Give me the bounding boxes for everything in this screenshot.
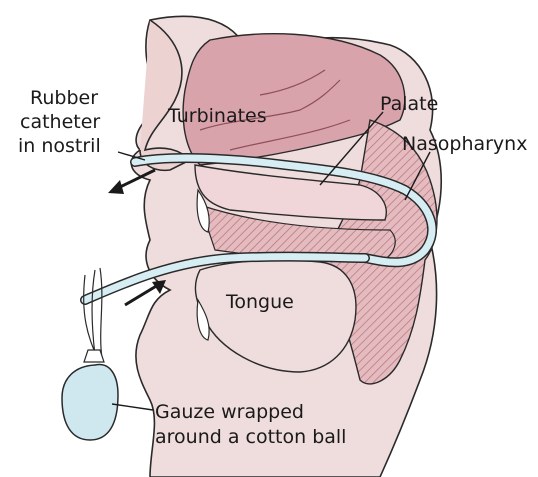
gauze-ball	[62, 365, 118, 440]
label-palate: Palate	[380, 93, 438, 115]
label-gauze-1: Gauze wrapped	[155, 401, 304, 423]
gauze-knot	[84, 350, 104, 362]
label-rubber-catheter-2: catheter	[20, 111, 100, 133]
label-rubber-catheter-3: in nostril	[18, 135, 101, 157]
label-gauze-2: around a cotton ball	[155, 426, 346, 448]
label-nasopharynx: Nasopharynx	[402, 133, 527, 155]
tie-strings	[84, 268, 102, 360]
label-tongue: Tongue	[225, 291, 294, 313]
label-turbinates: Turbinates	[167, 105, 267, 127]
label-rubber-catheter-1: Rubber	[30, 87, 98, 109]
